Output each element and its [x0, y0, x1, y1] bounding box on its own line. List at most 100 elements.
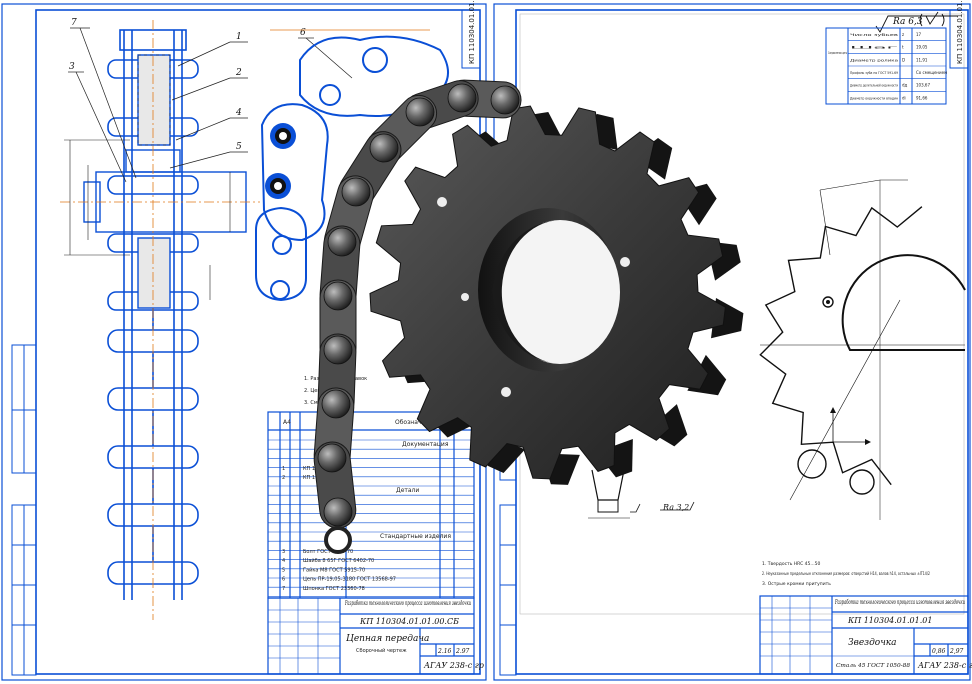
param-value: 19,05 [916, 45, 928, 50]
right-note-1: 1. Твердость HRC 45...50 [762, 561, 821, 567]
sprocket-chain-3d-render [313, 79, 744, 554]
spec-header-name: Обозначение [395, 419, 437, 426]
right-tb-scale: 2,97 [949, 648, 964, 655]
chain-front-view [255, 35, 449, 302]
chain-3d [313, 79, 522, 554]
chain-roller [490, 85, 520, 115]
callout-7: 7 [71, 18, 77, 28]
param-symbol: di [902, 95, 906, 100]
right-designation-vertical: КП 110304.01.01.01 [956, 0, 964, 64]
spec-row-designation: Гайка М8 ГОСТ 5915-70 [303, 566, 365, 573]
left-title-block: Разработка технологического процесса изг… [267, 597, 484, 675]
spec-section-parts: Детали [396, 487, 419, 494]
chain-roller [447, 83, 477, 113]
spec-row-designation: Болт ГОСТ 7798-70 [303, 549, 353, 555]
param-value: 17 [916, 32, 922, 37]
chain-roller [369, 133, 399, 163]
param-value: 11,91 [916, 57, 928, 62]
chain-roller [341, 177, 371, 207]
spec-row-designation: Шпонка ГОСТ 23360-78 [303, 586, 365, 592]
chain-pins [265, 123, 296, 199]
sprocket-tooth-side [632, 138, 673, 180]
left-tb-designation: КП 110304.01.01.00.СБ [359, 617, 459, 626]
spec-row-pos: 2 [282, 475, 285, 481]
ra-callout: Ra 3,2 [662, 503, 689, 512]
left-tb-project: Разработка технологического процесса изг… [344, 600, 471, 607]
left-tb-name-sub: Сборочный чертеж [356, 647, 407, 654]
chain-roller [317, 443, 347, 473]
callout-4: 4 [235, 108, 242, 118]
param-label: Профиль зуба по ГОСТ 591-69 [850, 71, 899, 75]
right-tb-project: Разработка технологического процесса изг… [834, 599, 965, 606]
callout-3: 3 [69, 62, 75, 72]
chain-roller [321, 389, 351, 419]
callout-5: 5 [236, 142, 242, 152]
right-tb-material: Сталь 45 ГОСТ 1050-88 [836, 663, 911, 669]
chain-roller [327, 227, 357, 257]
right-tb-designation: КП 110304.01.01.01 [847, 616, 932, 625]
param-symbol: dд [902, 83, 908, 88]
callout-leaders [68, 27, 353, 183]
sprocket-drawing [759, 179, 966, 520]
callout-6: 6 [300, 28, 306, 38]
left-designation-vertical: КП 110304.01.01.00.СБ [468, 0, 476, 64]
chain-roller [323, 281, 353, 311]
param-label: Шаг [850, 46, 899, 50]
left-tb-mass: 2.16 [437, 648, 452, 655]
spec-section-docs: Документация [402, 441, 449, 448]
sprocket-3d [369, 105, 744, 485]
chain-roller [323, 335, 353, 365]
chain-roller [405, 97, 435, 127]
right-notes: 1. Твердость HRC 45...50 2. Неуказанные … [762, 561, 930, 587]
roller-circle [797, 449, 827, 479]
left-tb-org: АГАУ 238-с гр [423, 661, 484, 670]
spec-section-std: Стандартные изделия [380, 533, 451, 540]
param-label: Диаметр делительной окружности [850, 84, 898, 88]
spec-row-pos: 4 [282, 558, 285, 564]
right-tb-org: АГАУ 238-с гр [917, 661, 972, 670]
mounting-hole [461, 293, 469, 301]
left-tb-name: Цепная передача [346, 634, 429, 644]
callout-2: 2 [235, 68, 242, 78]
spec-row-designation: Шайба 8 65Г ГОСТ 6402-70 [303, 557, 374, 564]
params-group-label: Сопряженная цепь [828, 51, 847, 55]
callout-labels: 7 3 1 2 4 5 6 [69, 18, 306, 152]
mounting-hole [501, 387, 511, 397]
mounting-hole [620, 257, 630, 267]
roughness-mark: Ra 6,3 [875, 11, 958, 33]
chain-roller [323, 497, 353, 527]
spec-row-pos: 6 [282, 577, 285, 583]
param-symbol: D [902, 57, 905, 62]
chain-end-hole [324, 526, 352, 554]
hub-section [60, 20, 260, 620]
spec-row-pos: 5 [282, 567, 285, 573]
spec-row-pos: 3 [282, 549, 285, 555]
right-tb-mass: 0,86 [932, 648, 946, 655]
left-side-stamp [11, 344, 37, 676]
spec-header-pos: А4 [283, 419, 291, 426]
param-label: Диаметр окружности впадин [850, 96, 899, 100]
param-value: Со смещением [916, 70, 947, 75]
left-tb-scale: 2.97 [455, 648, 470, 655]
right-title-block: Разработка технологического процесса изг… [759, 595, 972, 675]
tooth-detail: Ra 3,2 [588, 469, 695, 519]
param-symbol: t [902, 45, 904, 50]
spec-row-pos: 1 [282, 466, 285, 472]
param-label: Число зубьев [850, 33, 898, 37]
spec-row-pos: 7 [282, 586, 285, 592]
sprocket-bore-background [500, 220, 620, 364]
param-symbol: z [902, 32, 904, 37]
right-note-3: 3. Острые кромки притупить [762, 581, 831, 587]
param-label: Диаметр ролика [850, 58, 898, 62]
callout-1: 1 [236, 32, 242, 42]
chain-link [107, 175, 199, 195]
roller-circle [849, 469, 875, 495]
roughness-value: Ra 6,3 [892, 17, 923, 27]
right-note-2: 2. Неуказанные предельные отклонения раз… [762, 570, 930, 577]
mounting-hole [437, 197, 447, 207]
param-value: 91,66 [916, 95, 928, 100]
right-tb-name: Звездочка [848, 638, 897, 648]
spec-row-designation: Цепь ПР-19,05-3180 ГОСТ 13568-97 [303, 577, 396, 583]
